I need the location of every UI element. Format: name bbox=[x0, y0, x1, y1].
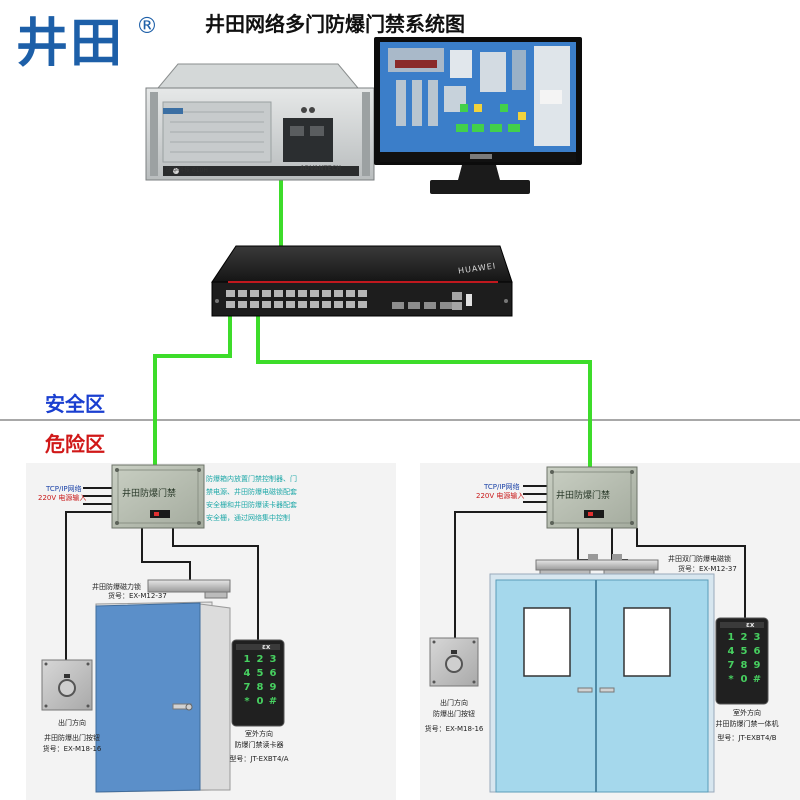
left-reader-line: 型号：JT-EXBT4/A bbox=[229, 755, 289, 763]
keypad-key: 7 bbox=[243, 682, 251, 693]
keypad-key: 2 bbox=[256, 654, 264, 665]
keypad-key: 0 bbox=[256, 696, 264, 707]
zone-safe-label: 安全区 bbox=[45, 392, 105, 416]
server-brand-left: 研华科技 610H bbox=[166, 167, 208, 174]
left-reader-line: 防爆门禁读卡器 bbox=[234, 741, 284, 749]
keypad-key: 2 bbox=[740, 632, 748, 643]
left-controller-box bbox=[111, 464, 205, 529]
keypad-key: 1 bbox=[243, 654, 251, 665]
right-button-caption: 出门方向 防爆出门按钮 货号：EX-M18-16 bbox=[418, 698, 490, 734]
server-brand-right: ADVANTECH bbox=[300, 165, 342, 172]
left-door bbox=[95, 601, 231, 793]
left-button-line: 货号：EX-M18-16 bbox=[42, 745, 102, 753]
keypad-key: * bbox=[728, 674, 734, 685]
left-button-caption: 出门方向 井田防爆出门按钮 货号：EX-M18-16 bbox=[36, 718, 108, 754]
right-reader-keypad: 1 2 3 4 5 6 7 8 9 * 0 # bbox=[724, 632, 764, 696]
keypad-key: 6 bbox=[753, 646, 761, 657]
right-tcp-label: TCP/IP网络 bbox=[484, 483, 520, 491]
keypad-key: 8 bbox=[256, 682, 264, 693]
keypad-key: # bbox=[752, 674, 762, 685]
keypad-key: 5 bbox=[740, 646, 748, 657]
left-magnetic-lock bbox=[147, 579, 231, 599]
right-reader-ex-mark: εx bbox=[746, 621, 755, 629]
left-lock-model: 货号：EX-M12-37 bbox=[108, 592, 167, 600]
right-controller-box bbox=[546, 466, 638, 529]
keypad-key: * bbox=[244, 696, 250, 707]
left-reader-ex-mark: εx bbox=[262, 643, 271, 651]
right-exit-button bbox=[429, 637, 479, 687]
keypad-key: 9 bbox=[753, 660, 761, 671]
brand-registered-mark: ® bbox=[136, 14, 158, 39]
keypad-key: 1 bbox=[727, 632, 735, 643]
left-controller-description: 防爆箱内放置门禁控制器、门 禁电源、井田防爆电磁锁配套 安全栅和井田防爆读卡器配… bbox=[206, 474, 297, 523]
left-card-reader bbox=[231, 639, 285, 727]
network-cables bbox=[153, 172, 592, 467]
keypad-key: 7 bbox=[727, 660, 735, 671]
keypad-key: # bbox=[268, 696, 278, 707]
site-wiring bbox=[65, 485, 746, 662]
left-reader-line: 室外方向 bbox=[245, 730, 273, 738]
right-power-label: 220V 电源输入 bbox=[476, 492, 525, 500]
industrial-server bbox=[145, 63, 375, 181]
keypad-key: 4 bbox=[727, 646, 735, 657]
left-lock-title: 井田防爆磁力锁 bbox=[92, 583, 141, 591]
keypad-key: 0 bbox=[740, 674, 748, 685]
keypad-key: 6 bbox=[269, 668, 277, 679]
right-button-line: 防爆出门按钮 bbox=[433, 710, 475, 718]
right-card-reader bbox=[715, 617, 769, 705]
left-reader-caption: 室外方向 防爆门禁读卡器 型号：JT-EXBT4/A bbox=[226, 729, 292, 764]
keypad-key: 9 bbox=[269, 682, 277, 693]
left-desc-line: 禁电源、井田防爆电磁锁配套 bbox=[206, 488, 297, 496]
keypad-key: 4 bbox=[243, 668, 251, 679]
left-controller-label: 井田防爆门禁 bbox=[122, 489, 177, 499]
brand-logo: 井田 bbox=[16, 13, 125, 74]
right-reader-line: 井田防爆门禁一体机 bbox=[715, 720, 779, 728]
left-desc-line: 安全栅和井田防爆读卡器配套 bbox=[206, 501, 297, 509]
right-controller-label: 井田防爆门禁 bbox=[556, 491, 611, 501]
network-switch bbox=[211, 245, 513, 317]
right-reader-caption: 室外方向 井田防爆门禁一体机 型号：JT-EXBT4/B bbox=[706, 708, 788, 743]
right-button-line: 货号：EX-M18-16 bbox=[424, 725, 484, 733]
cable-switch-right bbox=[256, 312, 592, 467]
zone-danger-label: 危险区 bbox=[45, 432, 105, 456]
keypad-key: 3 bbox=[753, 632, 761, 643]
left-reader-keypad: 1 2 3 4 5 6 7 8 9 * 0 # bbox=[240, 654, 280, 718]
left-exit-button bbox=[41, 659, 93, 711]
right-lock-title: 井田双门防爆电磁锁 bbox=[668, 555, 731, 563]
left-desc-line: 防爆箱内放置门禁控制器、门 bbox=[206, 475, 297, 483]
right-reader-line: 型号：JT-EXBT4/B bbox=[717, 734, 777, 742]
diagram-title: 井田网络多门防爆门禁系统图 bbox=[205, 12, 465, 36]
keypad-key: 5 bbox=[256, 668, 264, 679]
left-desc-line: 安全栅，通过网络集中控制 bbox=[206, 514, 290, 522]
left-power-label: 220V 电源输入 bbox=[38, 494, 87, 502]
right-lock-model: 货号：EX-M12-37 bbox=[678, 565, 737, 573]
right-double-door bbox=[489, 573, 715, 793]
right-button-line: 出门方向 bbox=[440, 699, 468, 707]
monitor bbox=[374, 37, 582, 194]
keypad-key: 3 bbox=[269, 654, 277, 665]
left-button-line: 井田防爆出门按钮 bbox=[44, 734, 100, 742]
cable-switch-left bbox=[153, 312, 232, 465]
left-tcp-label: TCP/IP网络 bbox=[46, 485, 82, 493]
right-reader-line: 室外方向 bbox=[733, 709, 761, 717]
keypad-key: 8 bbox=[740, 660, 748, 671]
left-button-line: 出门方向 bbox=[58, 719, 86, 727]
